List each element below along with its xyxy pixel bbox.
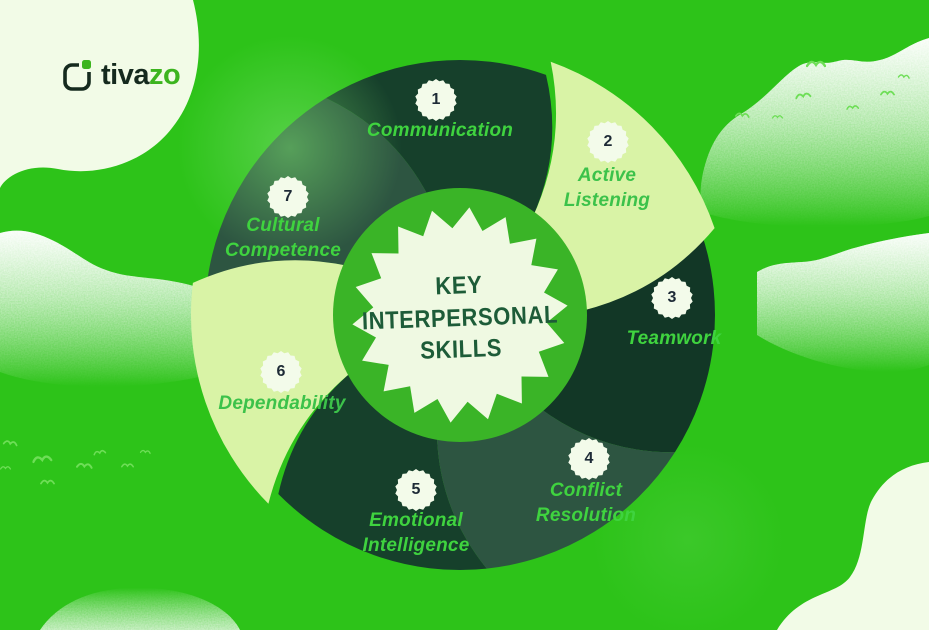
bird-icon <box>139 447 152 455</box>
cloud-cream-topleft <box>0 0 199 188</box>
segment-6-badge: 6 <box>259 350 303 394</box>
bird-icon <box>2 437 19 447</box>
bird-icon <box>880 88 895 96</box>
segment-number: 7 <box>283 188 293 205</box>
cloud-cream-bottomright <box>777 462 929 630</box>
segment-4-label: Conflict Resolution <box>535 480 637 527</box>
segment-number: 1 <box>431 91 441 108</box>
bird-icon <box>92 447 107 456</box>
badge-starburst-icon <box>587 121 629 163</box>
bird-icon <box>734 109 751 118</box>
cloud-grainy-bottomleft <box>40 587 240 630</box>
badge-starburst-icon <box>651 277 693 319</box>
segment-number: 3 <box>667 289 677 306</box>
segment-2-label: Active Listening <box>563 165 651 212</box>
bird-icon <box>897 71 911 79</box>
cloud-grainy-right <box>757 233 929 372</box>
segment-5-badge: 5 <box>394 468 438 512</box>
glow-circle-topleft <box>178 36 402 260</box>
badge-starburst-icon <box>395 469 437 511</box>
badge-starburst-icon <box>267 176 309 218</box>
segment-3-label: Teamwork <box>626 328 722 349</box>
segment-number: 4 <box>584 450 594 467</box>
segment-2-shape <box>532 61 715 312</box>
segment-1-badge: 1 <box>414 78 458 122</box>
segment-4-badge: 4 <box>567 437 611 481</box>
bird-icon <box>31 451 53 464</box>
segment-3-badge: 3 <box>650 276 694 320</box>
segment-5-shape <box>278 371 487 571</box>
segment-7-badge: 7 <box>266 175 310 219</box>
segment-7-label: Cultural Competence <box>224 215 342 262</box>
bird-icon <box>846 102 860 110</box>
bird-icon <box>772 113 783 119</box>
segment-number: 2 <box>603 133 613 150</box>
segment-1-label: Communication <box>366 120 514 141</box>
brand-name-suffix: zo <box>148 58 181 91</box>
bird-icon <box>794 89 812 100</box>
brand-logo: tivazo <box>62 58 181 92</box>
diagram-center-title: KEY INTERPERSONAL SKILLS <box>343 266 576 370</box>
center-starburst-icon <box>352 207 568 423</box>
cloud-grainy-topright <box>700 38 929 227</box>
segment-number: 5 <box>411 481 421 498</box>
bird-icon <box>121 461 134 468</box>
segment-4-shape <box>436 407 675 569</box>
segment-number: 6 <box>276 363 286 380</box>
bird-icon <box>75 459 94 469</box>
segment-6-label: Dependability <box>218 393 346 414</box>
brand-name: tivazo <box>101 58 181 91</box>
bird-icon <box>40 477 55 485</box>
segment-2-badge: 2 <box>586 120 630 164</box>
tivazo-logo-icon <box>63 58 94 91</box>
badge-starburst-icon <box>260 351 302 393</box>
badge-starburst-icon <box>568 438 610 480</box>
segment-5-label: Emotional Intelligence <box>362 510 470 557</box>
badge-starburst-icon <box>415 79 457 121</box>
brand-name-prefix: tiva <box>101 58 149 91</box>
bird-icon <box>0 464 11 470</box>
bird-icon <box>806 57 826 68</box>
